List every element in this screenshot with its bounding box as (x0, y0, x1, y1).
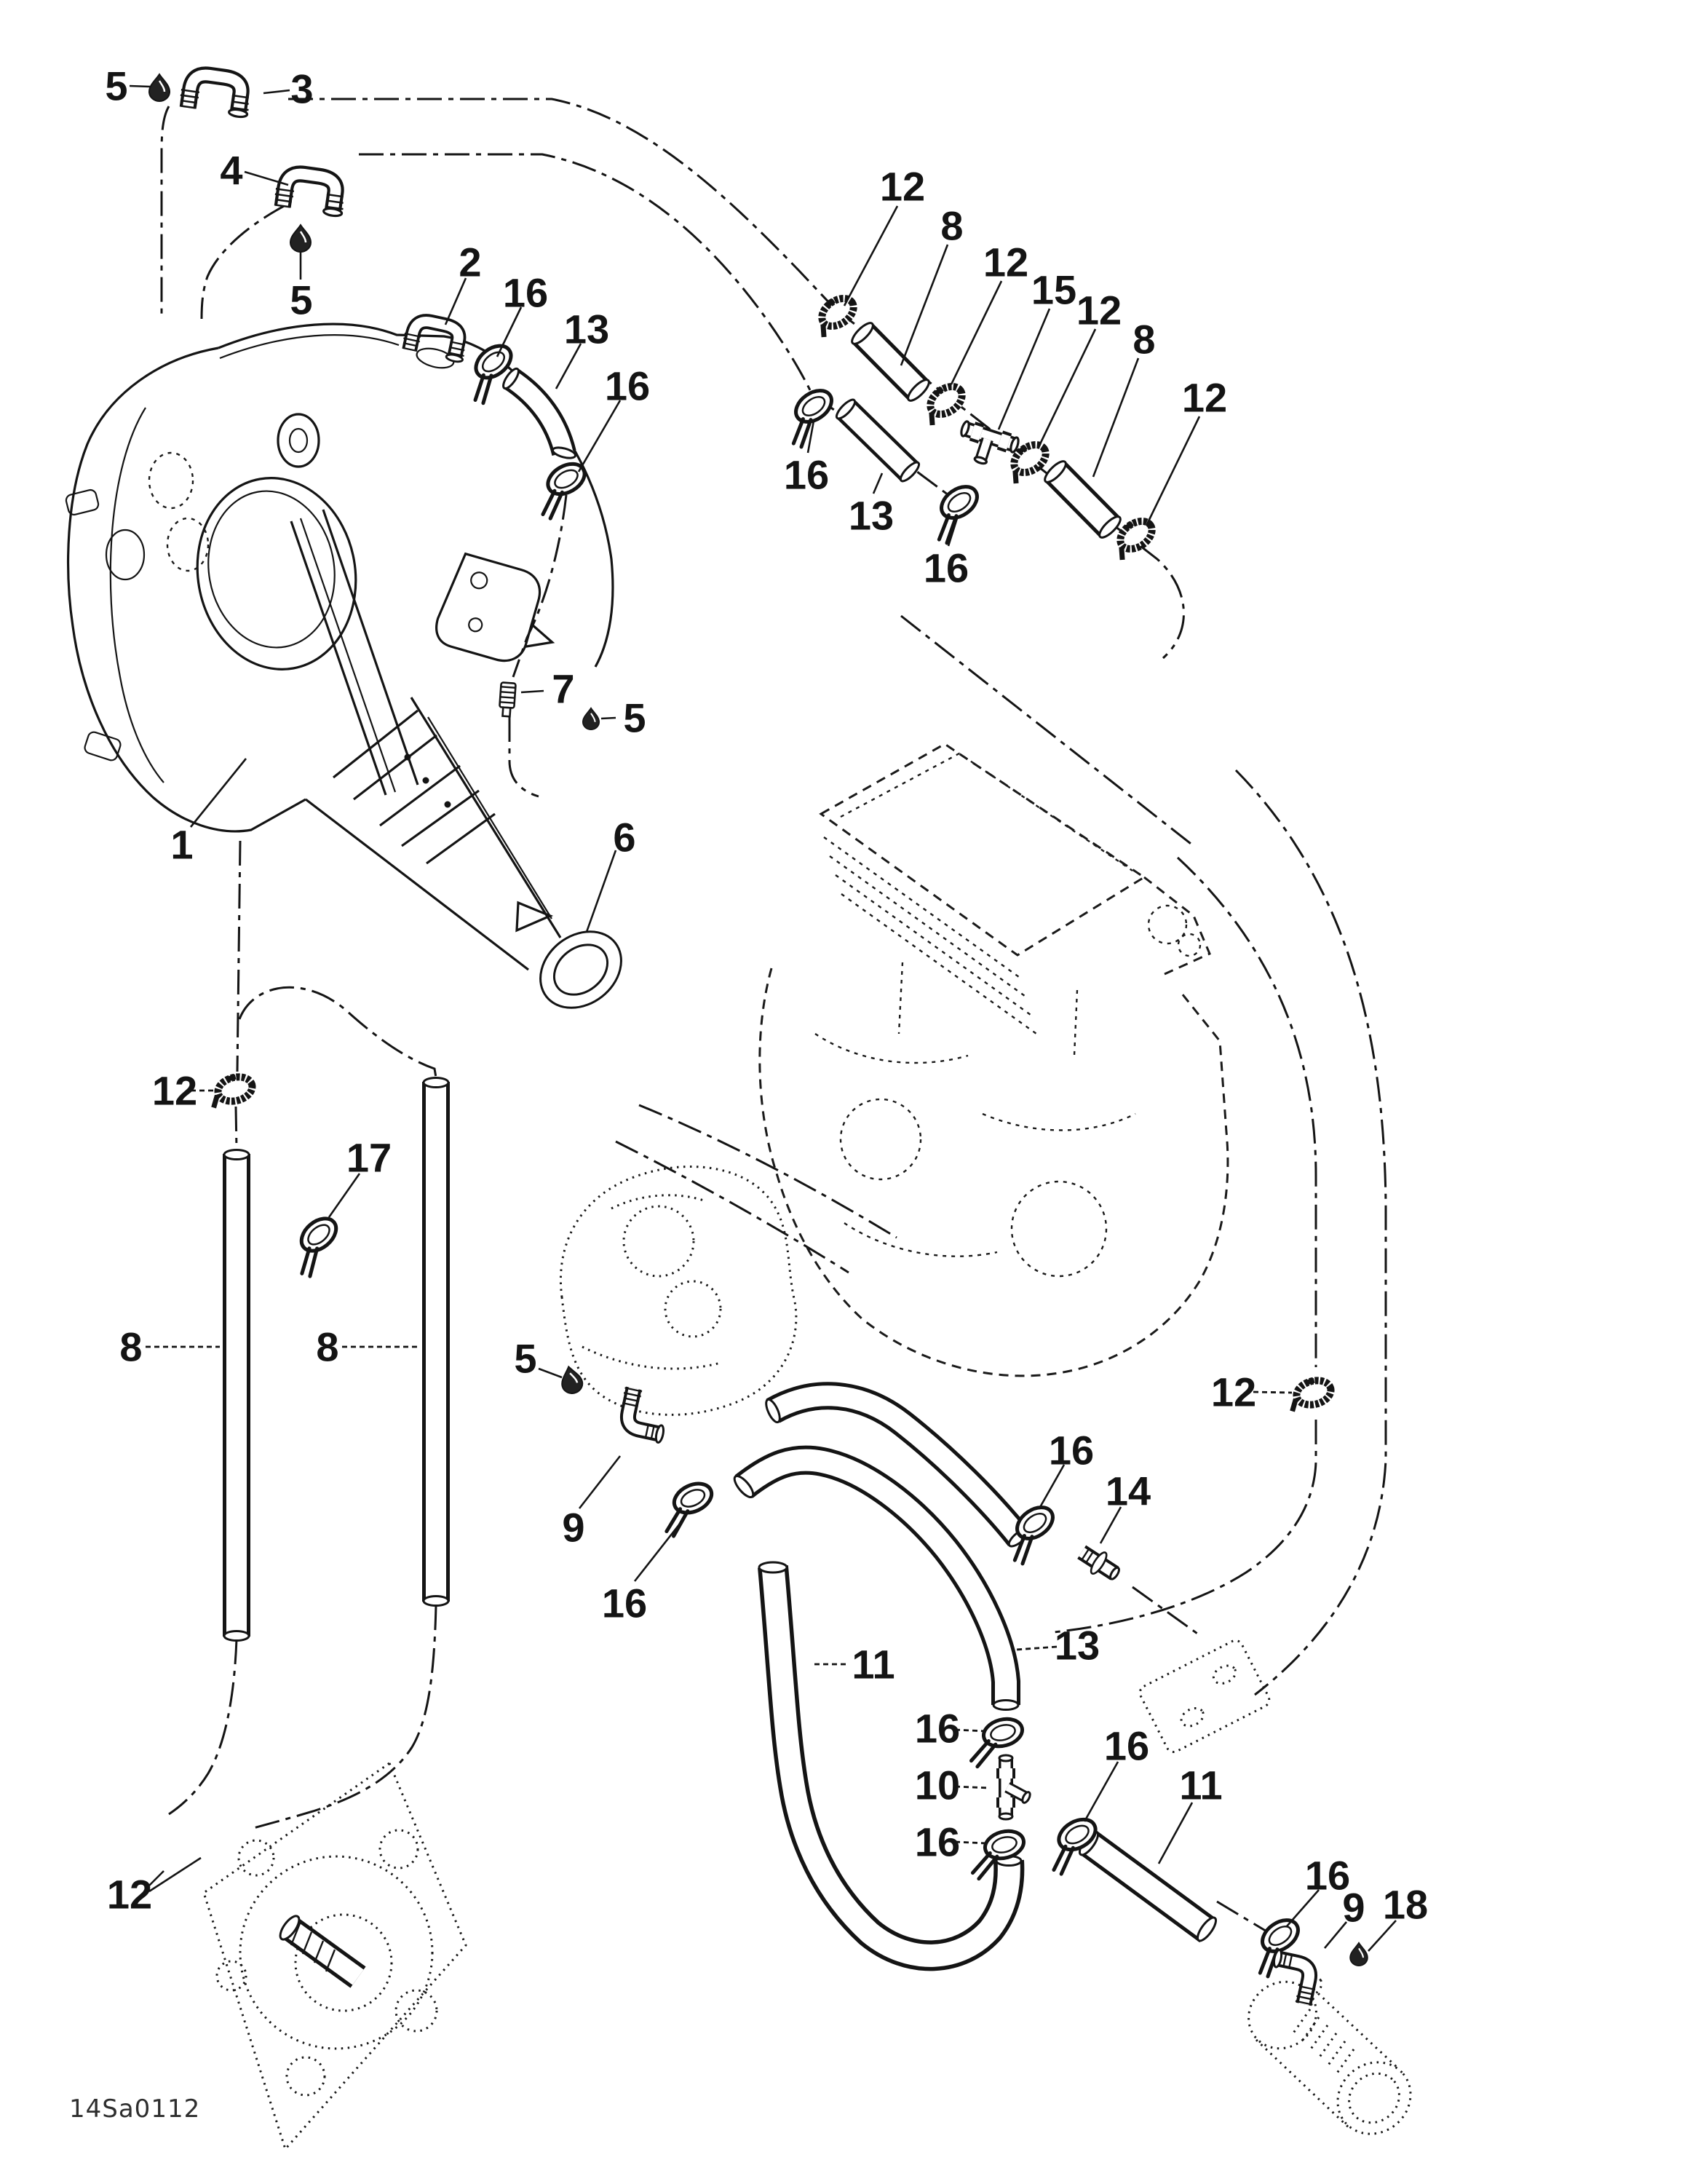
callout-13c: 13 (1055, 1623, 1100, 1669)
callout-8d: 8 (316, 1324, 338, 1370)
clamp-17 (282, 1212, 351, 1279)
engine-block-phantom (758, 743, 1229, 1377)
elbow-fitting-4 (273, 170, 347, 217)
elbow-fitting-2 (401, 317, 469, 363)
routing-fit14-to-plate (1132, 1586, 1200, 1637)
routing-right-loop-inner (1053, 856, 1317, 1634)
leader-lines (129, 84, 1397, 1952)
muffler-cone (305, 697, 562, 971)
callout-12g: 12 (107, 1872, 152, 1918)
clamp-12-right-loop (1286, 1377, 1334, 1411)
callout-15: 15 (1031, 267, 1076, 313)
callout-11a: 11 (852, 1642, 894, 1688)
routing-fitting3-drop (160, 106, 170, 319)
clamp-16-muffler-b (527, 458, 596, 521)
connector-10 (999, 1755, 1031, 1819)
callout-8b: 8 (1132, 317, 1155, 363)
callout-12a: 12 (880, 164, 925, 210)
elbow-fitting-9-waterbox (1266, 1950, 1322, 2006)
pump-flange-phantom (202, 1761, 467, 2151)
routing-to-engine (900, 614, 1194, 847)
callout-16c: 16 (784, 452, 829, 498)
callout-5d: 5 (514, 1336, 536, 1382)
callout-12c: 12 (1076, 288, 1122, 333)
routing-hose11b-to-clamp (1216, 1900, 1269, 1934)
muffler-center-hole (196, 477, 357, 670)
callout-8c: 8 (119, 1324, 142, 1370)
routing-left-hose-bottom (168, 1639, 238, 1816)
clamp-12-chain-1 (810, 293, 859, 337)
routing-from-fitting-4 (359, 153, 969, 511)
routing-fitting4-drop (200, 204, 286, 320)
callout-16e: 16 (602, 1580, 647, 1626)
elbow-fitting-9-pump (615, 1386, 671, 1443)
callout-labels: 5 3 4 5 2 16 13 16 12 8 12 15 12 8 12 16… (105, 63, 1428, 1931)
callout-18: 18 (1383, 1882, 1428, 1928)
callout-7: 7 (552, 666, 574, 712)
callout-16f: 16 (1049, 1428, 1094, 1473)
gasket-18 (1349, 1942, 1368, 1967)
callout-3: 3 (290, 66, 313, 112)
jet-pump-phantom (560, 1166, 798, 1416)
plug-7 (498, 681, 517, 718)
callout-5c: 5 (623, 695, 646, 741)
clamp-16-pump (653, 1478, 721, 1538)
flush-fitting-14 (1075, 1542, 1124, 1586)
callout-13b: 13 (849, 493, 894, 539)
callout-16g: 16 (915, 1706, 960, 1752)
routing-from-fitting-3 (288, 98, 836, 310)
callout-11b: 11 (1179, 1762, 1222, 1808)
routing-right-loop-outer (1234, 769, 1387, 1696)
clamp-16-a (963, 1715, 1028, 1768)
callout-9a: 9 (562, 1505, 584, 1551)
callout-2: 2 (459, 240, 481, 285)
callout-10: 10 (915, 1762, 960, 1808)
callout-6: 6 (613, 815, 635, 860)
routing-hose-arch (238, 986, 437, 1078)
callout-13a: 13 (564, 306, 609, 352)
gasket-5c (582, 707, 600, 731)
callout-12d: 12 (1182, 375, 1227, 421)
callout-16i: 16 (1104, 1723, 1149, 1769)
routing-engine-to-pump-a (638, 1104, 897, 1239)
fittings-and-clamps (148, 71, 1368, 2006)
callout-16a: 16 (503, 270, 548, 316)
callout-8a: 8 (940, 203, 963, 249)
callout-12e: 12 (152, 1068, 197, 1114)
callout-5b: 5 (290, 277, 312, 323)
callout-16d: 16 (924, 545, 969, 591)
tee-fitting-15 (953, 421, 1020, 472)
elbow-fitting-3 (178, 71, 253, 118)
callout-17: 17 (346, 1135, 392, 1181)
clamp-16-chain-b (921, 480, 991, 546)
callout-14: 14 (1106, 1468, 1151, 1514)
routing-engine-to-pump-b (615, 1140, 849, 1274)
callout-1: 1 (170, 822, 193, 868)
callout-12f: 12 (1211, 1369, 1256, 1415)
callout-12b: 12 (983, 240, 1028, 285)
gasket-5b (289, 223, 312, 253)
callout-16h: 16 (915, 1819, 960, 1865)
callout-9b: 9 (1342, 1885, 1365, 1931)
muffler-outer-shell (67, 347, 306, 833)
callout-4: 4 (220, 148, 242, 194)
routing-lines (160, 98, 1387, 1934)
clamp-12-left-hose (207, 1073, 255, 1107)
routing-left-hose (234, 840, 242, 1150)
gasket-5d (558, 1364, 585, 1396)
figure-code: 14Sa0112 (69, 2094, 200, 2124)
routing-chain-axis (834, 307, 1185, 660)
hoses (223, 322, 1218, 1971)
gasket-5a (148, 73, 171, 103)
routing-right-hose-bottom (250, 1605, 437, 1830)
callout-5a: 5 (105, 63, 127, 109)
callout-16j: 16 (1305, 1853, 1350, 1899)
water-box-phantom (1247, 1977, 1412, 2135)
muffler-assembly (65, 323, 622, 1009)
callout-16b: 16 (605, 363, 650, 409)
thru-hull-plate-phantom (1138, 1639, 1271, 1754)
